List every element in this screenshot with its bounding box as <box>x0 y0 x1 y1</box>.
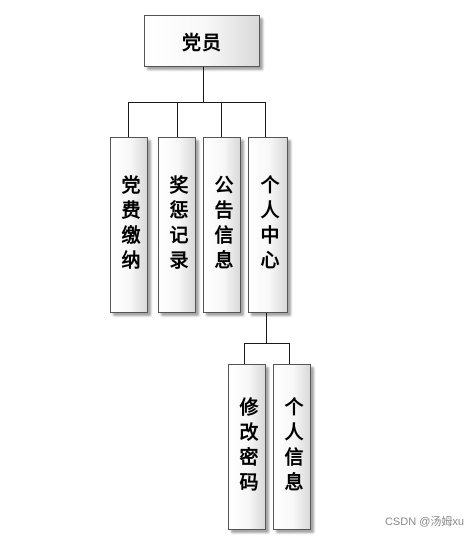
connector-grandchild-1 <box>244 343 245 364</box>
connector-grandchild-2 <box>289 343 290 364</box>
connector-root-stem <box>203 67 204 102</box>
connector-level2-bar <box>244 343 290 344</box>
node-personal-info: 个人信息 <box>273 364 311 530</box>
connector-child-4 <box>265 102 266 137</box>
connector-child-3 <box>221 102 222 137</box>
node-change-password-label: 修改密码 <box>236 397 259 497</box>
connector-level1-bar <box>128 102 266 103</box>
connector-child-1 <box>128 102 129 137</box>
watermark-text: CSDN @汤姆xu <box>384 516 464 528</box>
root-node: 党员 <box>144 15 260 67</box>
node-announcement-info-label: 公告信息 <box>211 175 234 275</box>
node-party-fee-payment-label: 党费缴纳 <box>118 175 141 275</box>
node-announcement-info: 公告信息 <box>203 137 241 313</box>
node-change-password: 修改密码 <box>228 364 266 530</box>
connector-child-2 <box>177 102 178 137</box>
node-rewards-penalties-record-label: 奖惩记录 <box>166 175 189 275</box>
node-personal-info-label: 个人信息 <box>281 397 304 497</box>
root-node-label: 党员 <box>181 31 222 54</box>
node-personal-center-label: 个人中心 <box>257 175 280 275</box>
connector-personal-center-stem <box>266 313 267 343</box>
node-party-fee-payment: 党费缴纳 <box>110 137 148 313</box>
node-rewards-penalties-record: 奖惩记录 <box>158 137 196 313</box>
node-personal-center: 个人中心 <box>248 137 288 313</box>
